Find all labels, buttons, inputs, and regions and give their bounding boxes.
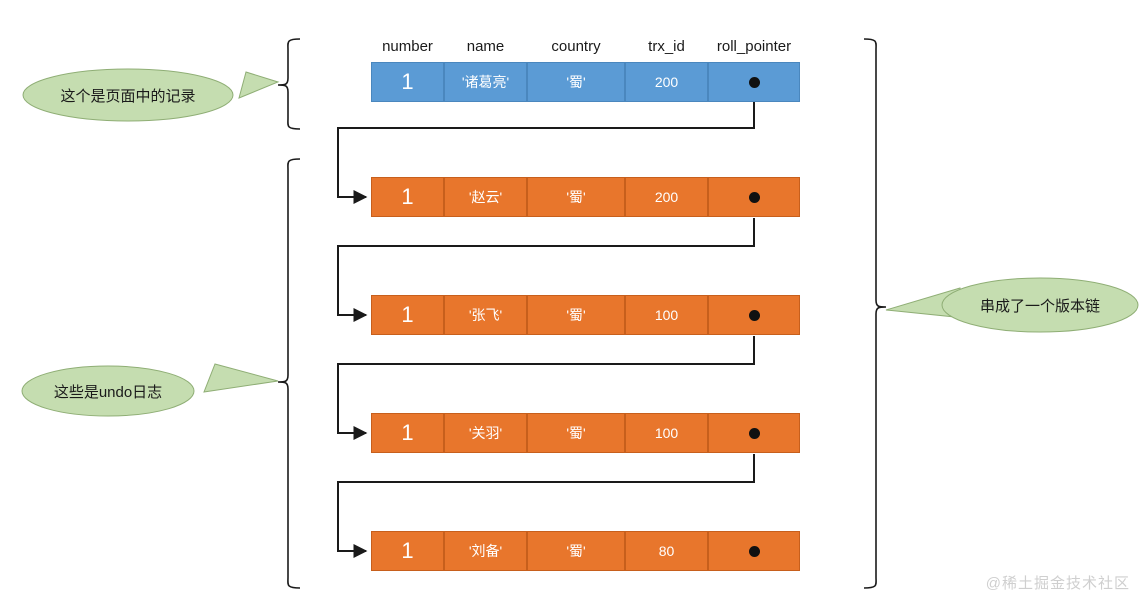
cell-name: '张飞' — [444, 295, 527, 335]
record-row-undo-2: 1 '张飞' '蜀' 100 — [371, 295, 800, 335]
watermark: @稀土掘金技术社区 — [985, 575, 1130, 592]
cell-country: '蜀' — [527, 531, 625, 571]
column-header-trx-id: trx_id — [648, 38, 685, 55]
cell-trx-id: 100 — [625, 295, 708, 335]
brace-undo-logs — [277, 158, 301, 589]
cell-roll-pointer — [708, 531, 800, 571]
column-header-country: country — [551, 38, 601, 55]
column-header-name: name — [466, 38, 505, 55]
cell-name: '赵云' — [444, 177, 527, 217]
cell-trx-id: 200 — [625, 62, 708, 102]
cell-name: '刘备' — [444, 531, 527, 571]
cell-roll-pointer — [708, 177, 800, 217]
cell-trx-id: 200 — [625, 177, 708, 217]
column-header-roll-pointer: roll_pointer — [716, 38, 792, 55]
record-row-undo-4: 1 '刘备' '蜀' 80 — [371, 531, 800, 571]
cell-roll-pointer — [708, 295, 800, 335]
roll-pointer-dot-icon — [748, 309, 760, 321]
roll-pointer-dot-icon — [748, 545, 760, 557]
callout-label-undo-log: 这些是undo日志 — [22, 366, 194, 416]
roll-pointer-dot-icon — [748, 76, 760, 88]
cell-name: '关羽' — [444, 413, 527, 453]
cell-country: '蜀' — [527, 62, 625, 102]
record-row-undo-1: 1 '赵云' '蜀' 200 — [371, 177, 800, 217]
roll-pointer-dot-icon — [748, 427, 760, 439]
cell-country: '蜀' — [527, 295, 625, 335]
cell-number: 1 — [371, 531, 444, 571]
cell-trx-id: 80 — [625, 531, 708, 571]
cell-number: 1 — [371, 295, 444, 335]
cell-roll-pointer — [708, 413, 800, 453]
cell-name: '诸葛亮' — [444, 62, 527, 102]
callout-text: 这个是页面中的记录 — [60, 87, 196, 105]
callout-label-version-chain: 串成了一个版本链 — [942, 278, 1138, 332]
cell-country: '蜀' — [527, 413, 625, 453]
cell-roll-pointer — [708, 62, 800, 102]
callout-text: 这些是undo日志 — [53, 383, 163, 401]
cell-trx-id: 100 — [625, 413, 708, 453]
brace-page-record — [277, 38, 301, 130]
cell-country: '蜀' — [527, 177, 625, 217]
callout-label-page-record: 这个是页面中的记录 — [23, 69, 233, 121]
column-header-number: number — [382, 38, 433, 55]
record-row-undo-3: 1 '关羽' '蜀' 100 — [371, 413, 800, 453]
roll-pointer-dot-icon — [748, 191, 760, 203]
callout-text: 串成了一个版本链 — [979, 297, 1100, 315]
record-row-page: 1 '诸葛亮' '蜀' 200 — [371, 62, 800, 102]
cell-number: 1 — [371, 177, 444, 217]
cell-number: 1 — [371, 62, 444, 102]
brace-version-chain — [863, 38, 887, 589]
cell-number: 1 — [371, 413, 444, 453]
